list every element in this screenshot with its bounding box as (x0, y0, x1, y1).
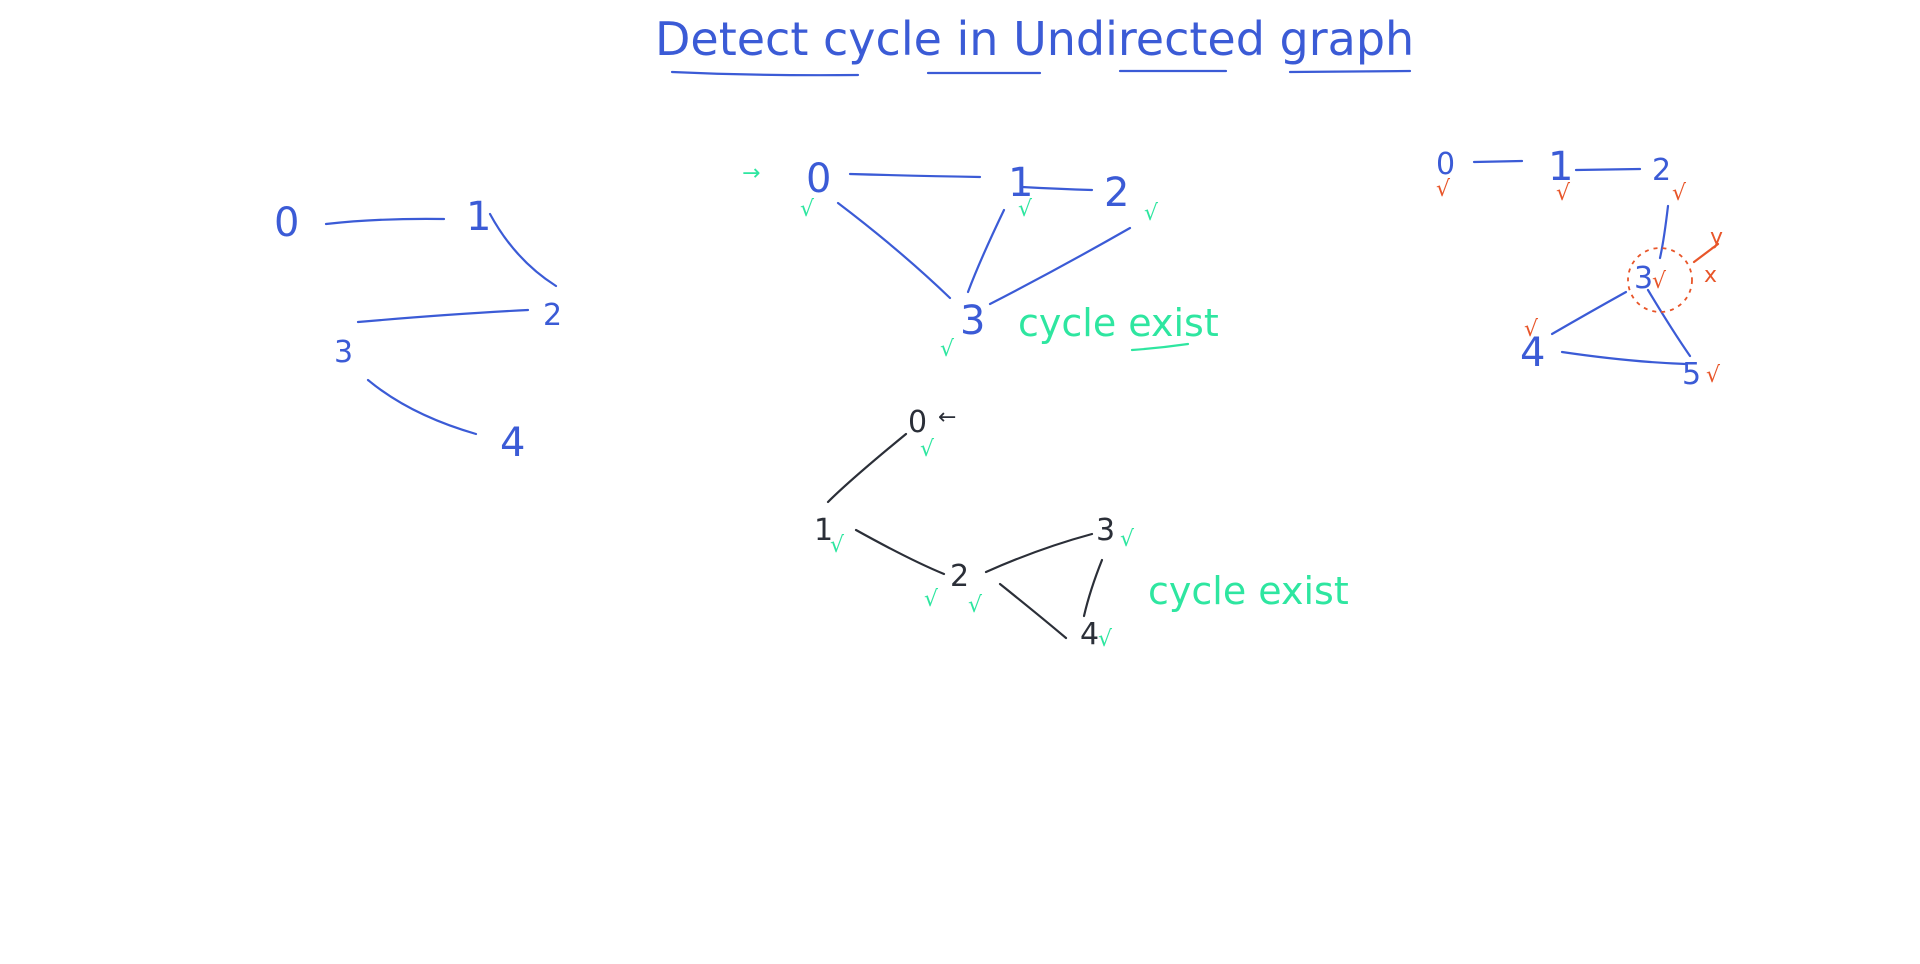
node-0: 0 (274, 200, 299, 246)
node-3: 3 (1634, 261, 1653, 296)
edge-1-2 (1574, 167, 1642, 172)
edge-0-1 (1472, 159, 1524, 164)
note-underline (1130, 342, 1190, 352)
title-underline-1 (670, 70, 860, 77)
visited-check-icon: √ (800, 197, 815, 222)
start-arrow-icon: ← (938, 405, 956, 430)
edge-2-4 (998, 582, 1068, 640)
edge-2-3 (984, 532, 1094, 574)
node-2: 2 (1652, 153, 1671, 188)
cycle-note: cycle exist (1148, 569, 1349, 613)
node-1: 1 (814, 513, 833, 548)
visited-check-icon: √ (940, 337, 955, 362)
node-0: 0 (908, 405, 927, 440)
cycle-note: cycle exist (1018, 301, 1219, 345)
visited-check-icon: √ (968, 593, 983, 618)
visited-check-icon: √ (830, 533, 845, 558)
edge-1-2 (488, 212, 558, 288)
annotation-x: x (1704, 263, 1717, 288)
visited-check-icon: √ (1144, 201, 1159, 226)
node-3: 3 (1096, 513, 1115, 548)
node-2: 2 (543, 298, 562, 333)
title-group: Detect cycle in Undirected graph (655, 12, 1414, 77)
node-0: 0 (1436, 147, 1455, 182)
visited-check-icon: √ (1120, 527, 1135, 552)
visited-check-icon: √ (1524, 317, 1539, 342)
node-1: 1 (466, 194, 491, 240)
visited-check-icon: √ (1436, 177, 1451, 202)
start-arrow-icon: → (742, 161, 760, 186)
node-4: 4 (500, 420, 525, 466)
edge-2-3 (1658, 204, 1670, 260)
node-2: 2 (950, 559, 969, 594)
edge-3-4 (1550, 290, 1628, 336)
graph-4: 0 1 2 3 4 5 y x √ √ √ √ √ √ (1436, 144, 1723, 392)
edge-3-4 (1082, 558, 1104, 618)
edge-1-3 (966, 208, 1006, 294)
edge-0-1 (324, 217, 446, 226)
edge-0-1 (826, 432, 908, 504)
node-2: 2 (1104, 170, 1129, 216)
visited-check-icon: √ (1556, 181, 1571, 206)
edge-4-5 (1560, 350, 1688, 366)
node-1: 1 (1008, 160, 1033, 206)
node-1: 1 (1548, 144, 1573, 190)
node-3: 3 (960, 298, 985, 344)
node-4: 4 (1520, 330, 1545, 376)
graph-3: 0 1 2 3 4 ← √ √ √ √ √ √ cycle exist (814, 405, 1349, 652)
edge-1-2 (1020, 185, 1094, 192)
edge-0-3 (836, 201, 952, 300)
annotation-y: y (1710, 225, 1723, 250)
node-0: 0 (806, 156, 831, 202)
visited-check-icon: √ (1098, 627, 1113, 652)
title-underline-4 (1288, 69, 1412, 74)
visited-check-icon: √ (924, 587, 939, 612)
graph-1: 0 1 2 3 4 (274, 194, 562, 466)
edge-3-4 (366, 378, 478, 436)
visited-check-icon: √ (1018, 197, 1033, 222)
graph-2: 0 1 2 3 → √ √ √ √ cycle exist (742, 156, 1219, 362)
edge-0-1 (848, 172, 982, 179)
node-3: 3 (334, 335, 353, 370)
highlight-pointer (1692, 242, 1720, 264)
node-4: 4 (1080, 617, 1099, 652)
node-5: 5 (1682, 357, 1701, 392)
highlight-circle (1627, 247, 1693, 313)
edge-2-3 (988, 226, 1132, 306)
edge-2-3 (356, 308, 530, 324)
visited-check-icon: √ (1652, 269, 1667, 294)
visited-check-icon: √ (920, 437, 935, 462)
edge-1-2 (854, 528, 946, 576)
visited-check-icon: √ (1672, 181, 1687, 206)
page-title: Detect cycle in Undirected graph (655, 12, 1414, 66)
edge-3-5 (1646, 288, 1692, 358)
visited-check-icon: √ (1706, 363, 1721, 388)
